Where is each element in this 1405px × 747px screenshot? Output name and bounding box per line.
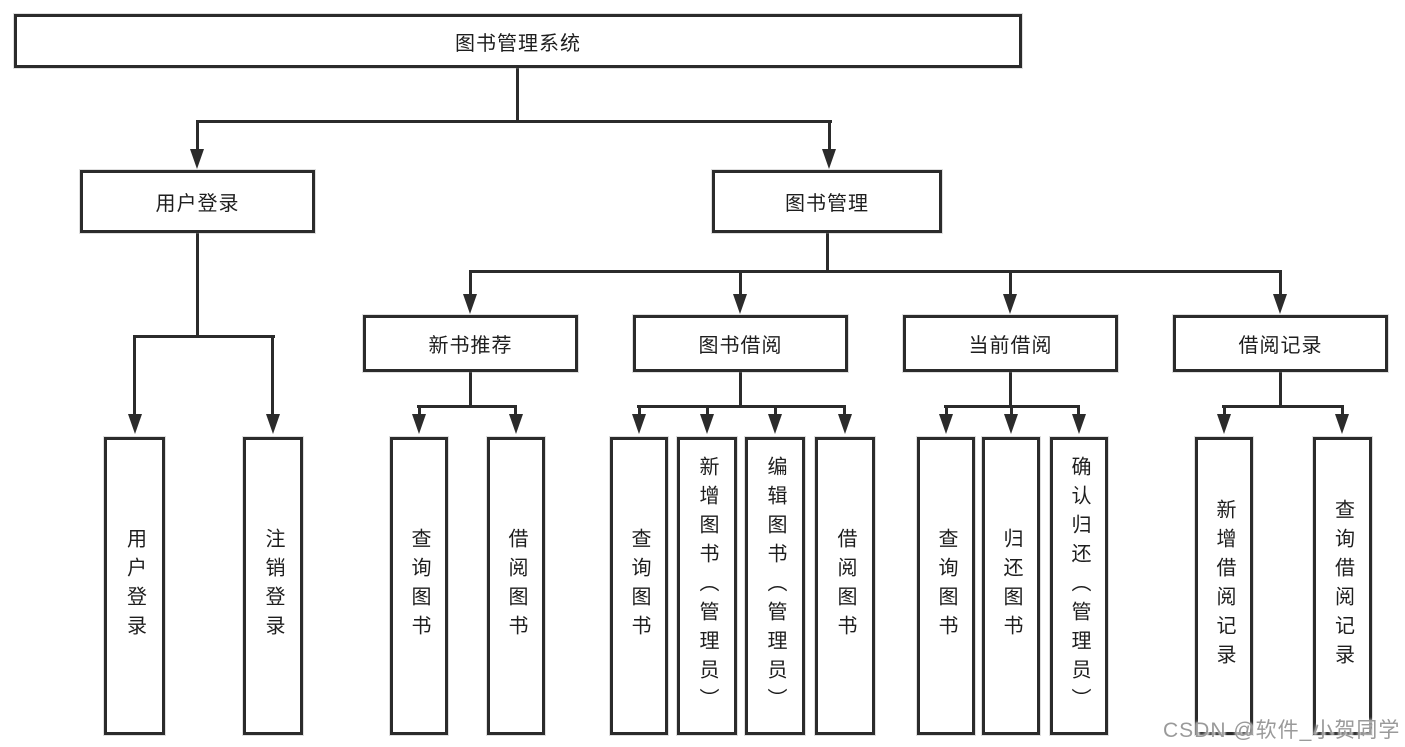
arrowhead-down-icon [1003,294,1017,314]
connector-drop [739,270,742,296]
connector-drop [418,405,421,416]
connector-stem [1279,372,1282,407]
leaf-edit-books-admin: 编辑图书（管理员） [745,437,805,735]
connector-drop [945,405,948,416]
leaf-borrow-books-recommend: 借阅图书 [487,437,545,735]
node-borrowing-records: 借阅记录 [1173,315,1388,372]
leaf-label: 确认归还（管理员） [1068,455,1090,717]
arrowhead-down-icon [190,149,204,169]
leaf-query-books-current: 查询图书 [917,437,975,735]
leaf-query-borrow-record: 查询借阅记录 [1313,437,1372,735]
connector-hbar [1222,405,1344,408]
leaf-label: 归还图书 [1000,528,1022,644]
arrowhead-down-icon [1072,414,1086,434]
leaf-label: 注销登录 [262,528,284,644]
connector-drop [271,335,274,416]
connector-drop [469,270,472,296]
connector-hbar [637,405,846,408]
leaf-add-books-admin: 新增图书（管理员） [677,437,737,735]
leaf-label: 借阅图书 [834,528,856,644]
node-root-label: 图书管理系统 [455,32,581,55]
leaf-label: 查询图书 [628,528,650,644]
arrowhead-down-icon [733,294,747,314]
connector-drop [1010,405,1013,416]
leaf-label: 借阅图书 [505,528,527,644]
connector-drop [1279,270,1282,296]
connector-drop [828,120,831,151]
node-book-management-label: 图书管理 [785,193,869,215]
leaf-query-books-borrowing: 查询图书 [610,437,668,735]
leaf-label: 查询图书 [935,528,957,644]
connector-stem [739,372,742,407]
arrowhead-down-icon [1217,414,1231,434]
leaf-label: 新增图书（管理员） [696,455,718,717]
leaf-user-login: 用户登录 [104,437,165,735]
leaf-return-books: 归还图书 [982,437,1040,735]
arrowhead-down-icon [412,414,426,434]
node-book-management: 图书管理 [712,170,942,233]
connector-stem [196,233,199,337]
leaf-label: 查询借阅记录 [1331,499,1354,673]
connector-drop [774,405,777,416]
connector-stem [516,68,519,122]
csdn-watermark: CSDN @软件_小贺同学 [1163,719,1401,742]
arrowhead-down-icon [838,414,852,434]
arrowhead-down-icon [266,414,280,434]
node-user-login: 用户登录 [80,170,315,233]
leaf-add-borrow-record: 新增借阅记录 [1195,437,1253,735]
connector-drop [843,405,846,416]
node-new-book-recommend: 新书推荐 [363,315,578,372]
connector-hbar [196,120,832,123]
node-book-borrowing: 图书借阅 [633,315,848,372]
connector-stem [469,372,472,407]
arrowhead-down-icon [463,294,477,314]
connector-hbar [417,405,517,408]
leaf-label: 查询图书 [408,528,430,644]
connector-drop [638,405,641,416]
leaf-query-books-recommend: 查询图书 [390,437,448,735]
connector-drop [706,405,709,416]
connector-drop [196,120,199,151]
connector-drop [133,335,136,416]
leaf-label: 编辑图书（管理员） [764,455,786,717]
arrowhead-down-icon [1004,414,1018,434]
leaf-label: 新增借阅记录 [1213,499,1235,673]
node-user-login-label: 用户登录 [155,193,240,215]
arrowhead-down-icon [128,414,142,434]
arrowhead-down-icon [1335,414,1349,434]
node-book-borrowing-label: 图书借阅 [698,335,783,357]
node-current-borrowing: 当前借阅 [903,315,1118,372]
connector-drop [1223,405,1226,416]
connector-hbar [469,270,1282,273]
arrowhead-down-icon [768,414,782,434]
connector-stem [1009,372,1012,407]
node-current-borrowing-label: 当前借阅 [968,335,1053,357]
arrowhead-down-icon [1273,294,1287,314]
arrowhead-down-icon [939,414,953,434]
arrowhead-down-icon [822,149,836,169]
connector-drop [1077,405,1080,416]
connector-drop [1009,270,1012,296]
node-root: 图书管理系统 [14,14,1022,68]
connector-stem [826,233,829,272]
leaf-label: 用户登录 [123,528,146,644]
node-new-book-recommend-label: 新书推荐 [428,335,513,357]
arrowhead-down-icon [632,414,646,434]
leaf-borrow-books-borrowing: 借阅图书 [815,437,875,735]
node-borrowing-records-label: 借阅记录 [1238,335,1323,357]
arrowhead-down-icon [509,414,523,434]
connector-hbar [133,335,275,338]
leaf-logout: 注销登录 [243,437,303,735]
leaf-confirm-return-admin: 确认归还（管理员） [1050,437,1108,735]
connector-drop [1341,405,1344,416]
connector-drop [514,405,517,416]
arrowhead-down-icon [700,414,714,434]
